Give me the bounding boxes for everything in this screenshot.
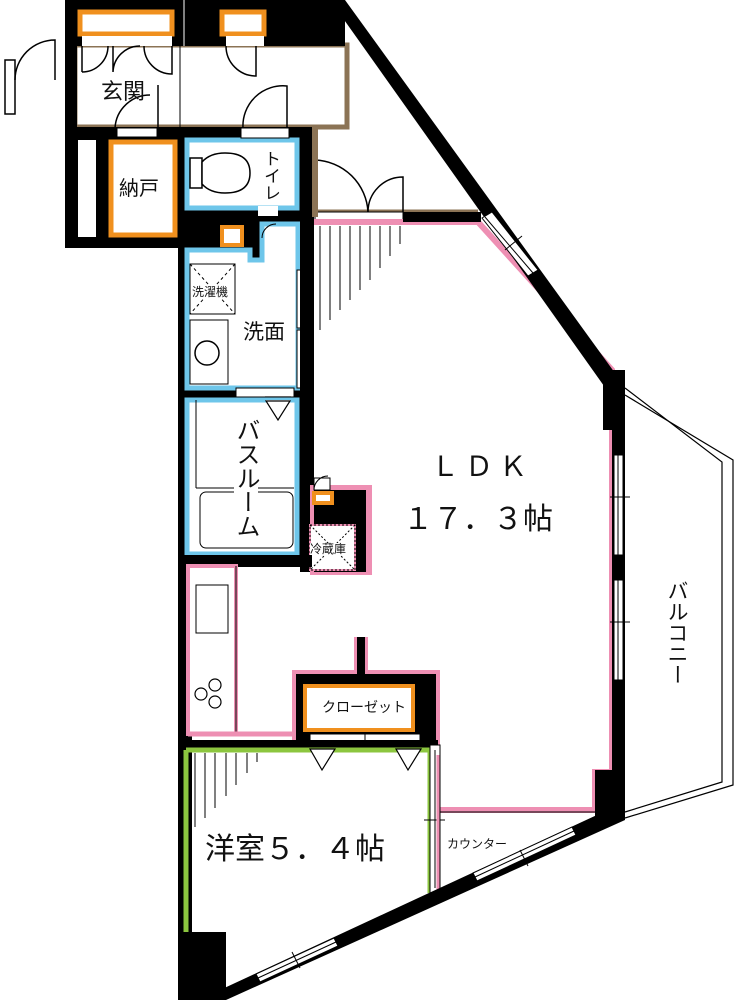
diagonal-wall-ne xyxy=(330,0,620,386)
toilet-label: トイレ xyxy=(260,150,280,201)
washroom-cabinet xyxy=(220,225,244,247)
east-window-lower xyxy=(610,579,630,681)
western-hatch xyxy=(194,753,258,827)
cabinet-doors xyxy=(81,45,257,77)
counter-label: カウンター xyxy=(447,837,508,851)
south-window-upper xyxy=(472,826,577,882)
ne-window xyxy=(481,211,539,277)
east-window-upper xyxy=(610,454,630,556)
balcony-label: バルコニー xyxy=(665,580,689,685)
storeroom-label: 納戸 xyxy=(119,176,159,200)
ldk-label: ＬＤＫ xyxy=(431,450,534,483)
kitchen-counter xyxy=(186,564,238,736)
basin-icon xyxy=(194,340,220,366)
toilet-fixture-icon xyxy=(189,152,251,194)
hall-cabinet xyxy=(219,9,267,37)
storeroom xyxy=(108,139,178,238)
closet xyxy=(303,684,415,732)
closet-doors xyxy=(308,748,423,772)
washing-machine-label: 洗濯機 xyxy=(192,285,229,299)
closet-label: クローゼット xyxy=(322,700,406,716)
entrance-label: 玄関 xyxy=(101,80,146,105)
south-window-lower xyxy=(255,937,339,983)
balcony xyxy=(624,387,734,819)
ldk-entry-door xyxy=(314,159,404,222)
washroom-label: 洗面 xyxy=(243,320,285,344)
sink-icon xyxy=(195,584,229,634)
refrigerator-label: 冷蔵庫 xyxy=(310,542,347,556)
stove-icon xyxy=(194,678,222,709)
front-door-frame xyxy=(4,59,16,115)
ldk-hatch xyxy=(319,226,401,330)
western-room-label: 洋室５．４帖 xyxy=(205,832,385,867)
bathroom-label: バスルーム xyxy=(232,418,260,538)
ldk-size: １７．３帖 xyxy=(403,502,553,537)
shoe-cabinet xyxy=(77,9,175,37)
